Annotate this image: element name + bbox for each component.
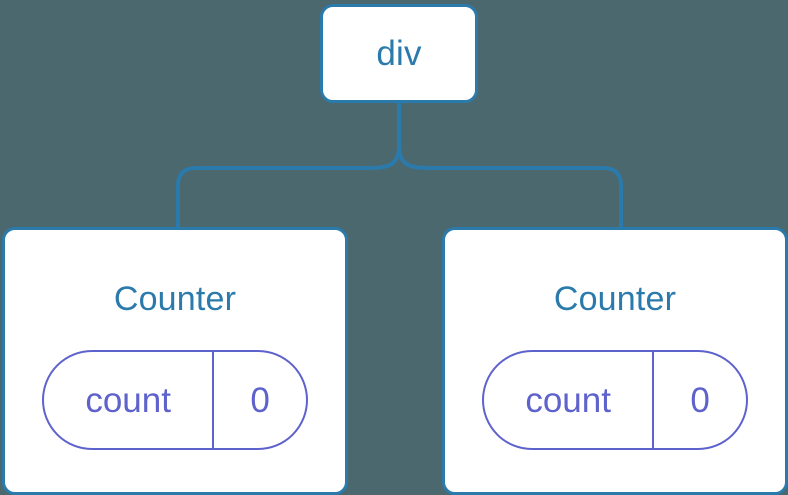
state-pill[interactable]: count 0 [42, 350, 308, 450]
connector-branch-right [397, 145, 623, 229]
state-value-label: 0 [250, 380, 270, 420]
node-title: Counter [113, 280, 237, 318]
node-div[interactable]: div [320, 4, 478, 103]
state-pill[interactable]: count 0 [482, 350, 748, 450]
connector-stem [176, 103, 401, 229]
state-value: 0 [654, 352, 746, 448]
state-key: count [44, 352, 215, 448]
state-key-label: count [85, 380, 171, 420]
state-key-label: count [525, 380, 611, 420]
node-title: Counter [553, 280, 677, 318]
state-key: count [484, 352, 655, 448]
node-title: div [376, 34, 422, 73]
state-value: 0 [214, 352, 306, 448]
state-value-label: 0 [690, 380, 710, 420]
node-counter-0[interactable]: Counter count 0 [2, 227, 348, 495]
node-counter-1[interactable]: Counter count 0 [442, 227, 788, 495]
